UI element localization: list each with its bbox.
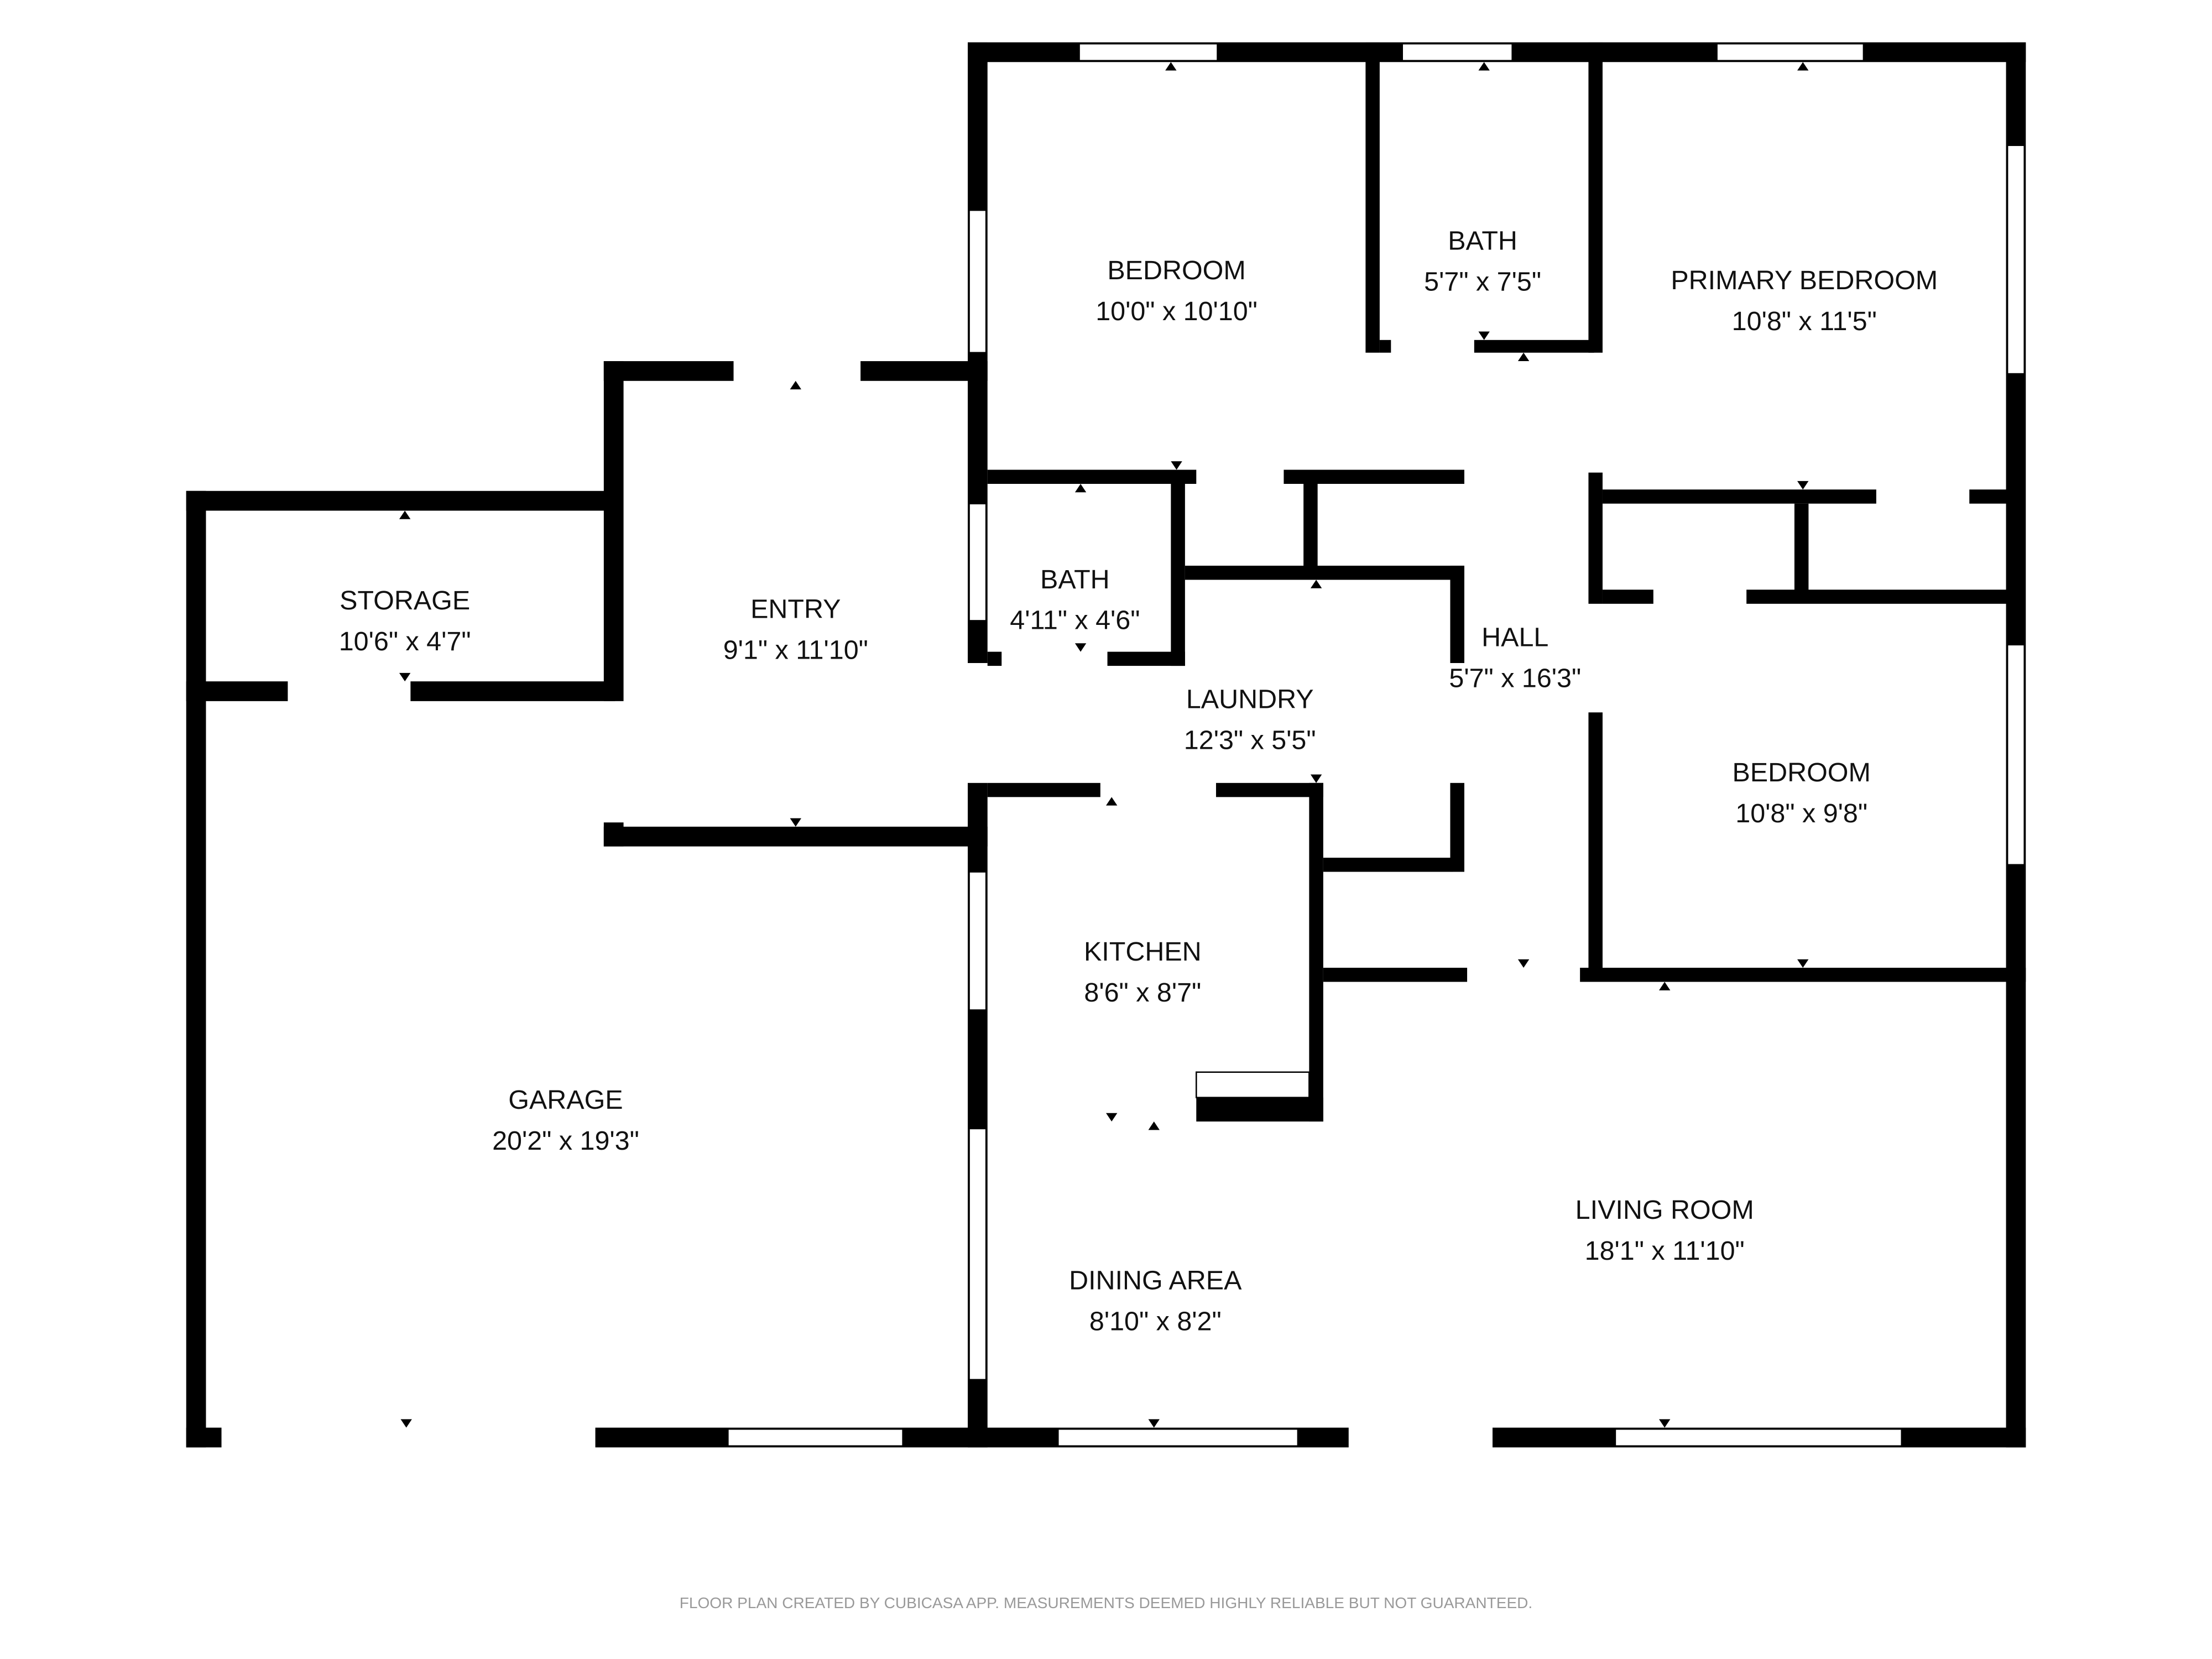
room-name: HALL (1481, 622, 1548, 652)
room-name: KITCHEN (1084, 937, 1202, 967)
room-name: ENTRY (750, 594, 841, 624)
room-labels: BEDROOM 10'0" x 10'10" BATH 5'7" x 7'5" … (339, 226, 1938, 1337)
room-size: 5'7" x 7'5" (1424, 267, 1541, 297)
room-name: LAUNDRY (1186, 685, 1314, 714)
room-name: PRIMARY BEDROOM (1671, 265, 1938, 295)
room-name: LIVING ROOM (1575, 1195, 1754, 1225)
room-name: BATH (1040, 565, 1110, 594)
room-size: 20'2" x 19'3" (492, 1126, 639, 1156)
room-size: 8'6" x 8'7" (1084, 978, 1201, 1008)
room-name: DINING AREA (1069, 1266, 1242, 1296)
windows (727, 43, 2025, 1447)
footer-disclaimer: FLOOR PLAN CREATED BY CUBICASA APP. MEAS… (680, 1594, 1532, 1611)
walls (186, 42, 2026, 1448)
room-size: 10'0" x 10'10" (1095, 296, 1258, 326)
room-size: 8'10" x 8'2" (1089, 1307, 1222, 1337)
room-size: 10'8" x 9'8" (1735, 799, 1867, 828)
room-name: STORAGE (340, 586, 470, 615)
room-size: 10'6" x 4'7" (339, 627, 471, 656)
room-name: BEDROOM (1107, 255, 1245, 285)
room-size: 12'3" x 5'5" (1184, 726, 1316, 755)
room-size: 9'1" x 11'10" (723, 635, 868, 665)
room-name: GARAGE (508, 1085, 623, 1115)
room-size: 18'1" x 11'10" (1585, 1236, 1745, 1266)
room-size: 4'11" x 4'6" (1010, 606, 1140, 635)
room-name: BATH (1448, 226, 1517, 256)
room-size: 5'7" x 16'3" (1449, 663, 1581, 693)
room-size: 10'8" x 11'5" (1732, 306, 1877, 336)
room-name: BEDROOM (1732, 758, 1870, 787)
